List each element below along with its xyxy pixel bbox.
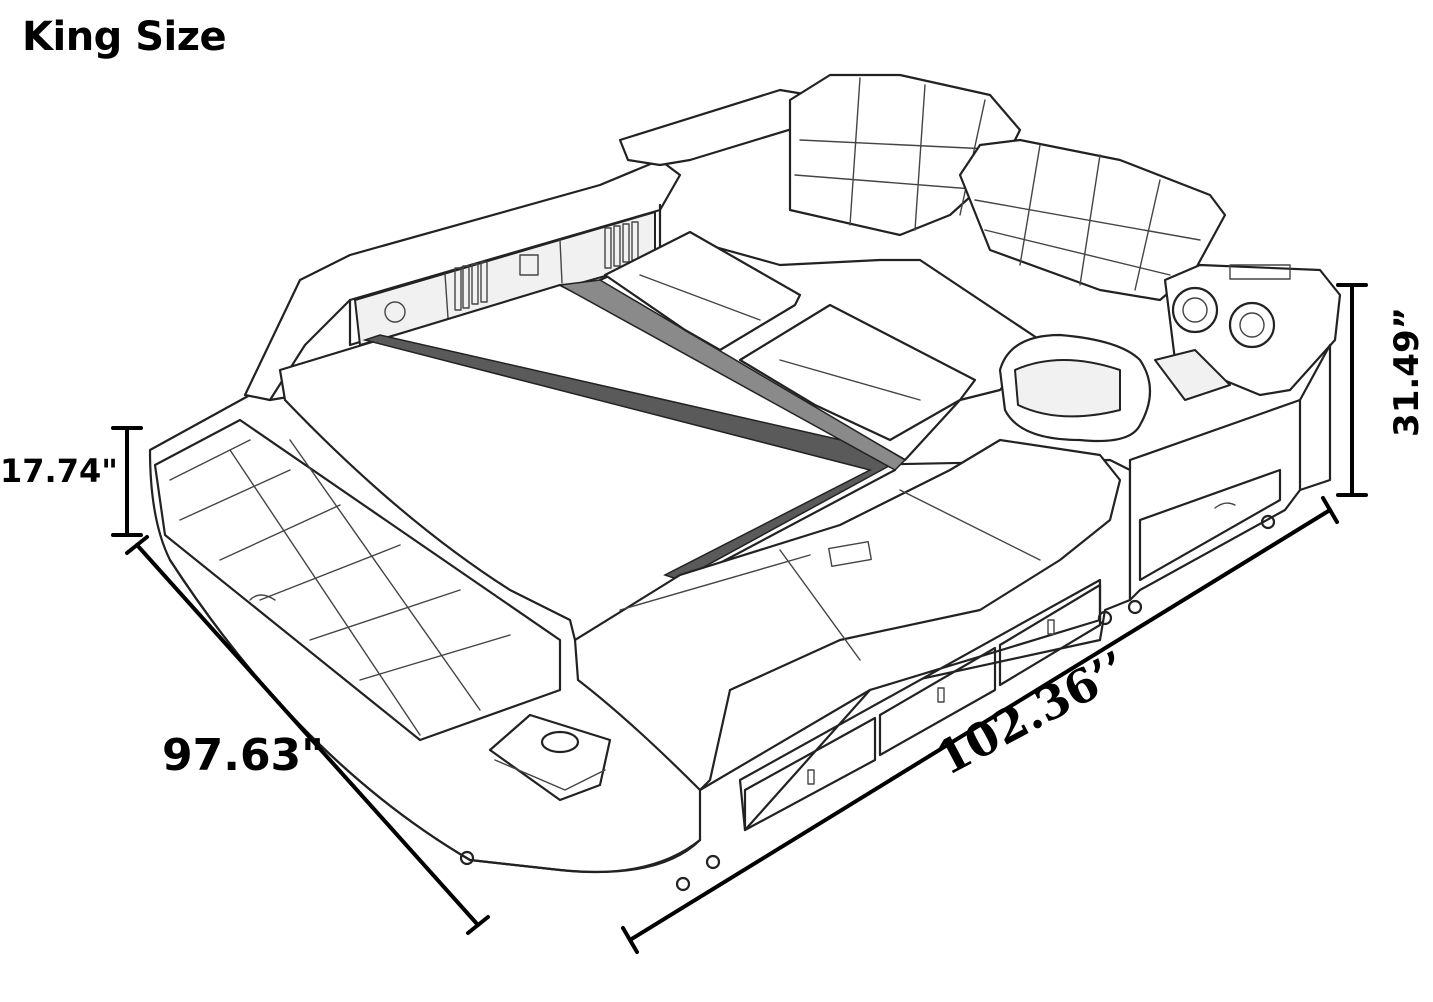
headboard-height-label: 31.49” [1386,307,1427,437]
mattress-divider [362,334,902,581]
left-side-wing [243,158,682,402]
dimension-line-17-74 [111,426,143,537]
width-label: 97.63" [162,730,325,781]
foot-bench [153,418,562,742]
front-drawers [738,578,1102,832]
pillow-left [603,230,802,352]
dimension-line-31-49 [1336,283,1368,497]
massage-pillow [998,333,1151,443]
mattress-left [278,283,902,642]
books-and-cup [488,713,612,802]
foot-lounge-right [573,438,1122,792]
right-nightstand-speakers [1154,263,1342,401]
pillow-right [738,303,977,442]
dimension-line-102-36 [621,496,1339,954]
side-height-label: 17.74" [0,452,118,490]
headboard-right-cushion [958,138,1227,302]
dimension-line-97-63 [125,535,490,935]
page-title: King Size [22,14,227,60]
left-armrest [618,88,812,167]
